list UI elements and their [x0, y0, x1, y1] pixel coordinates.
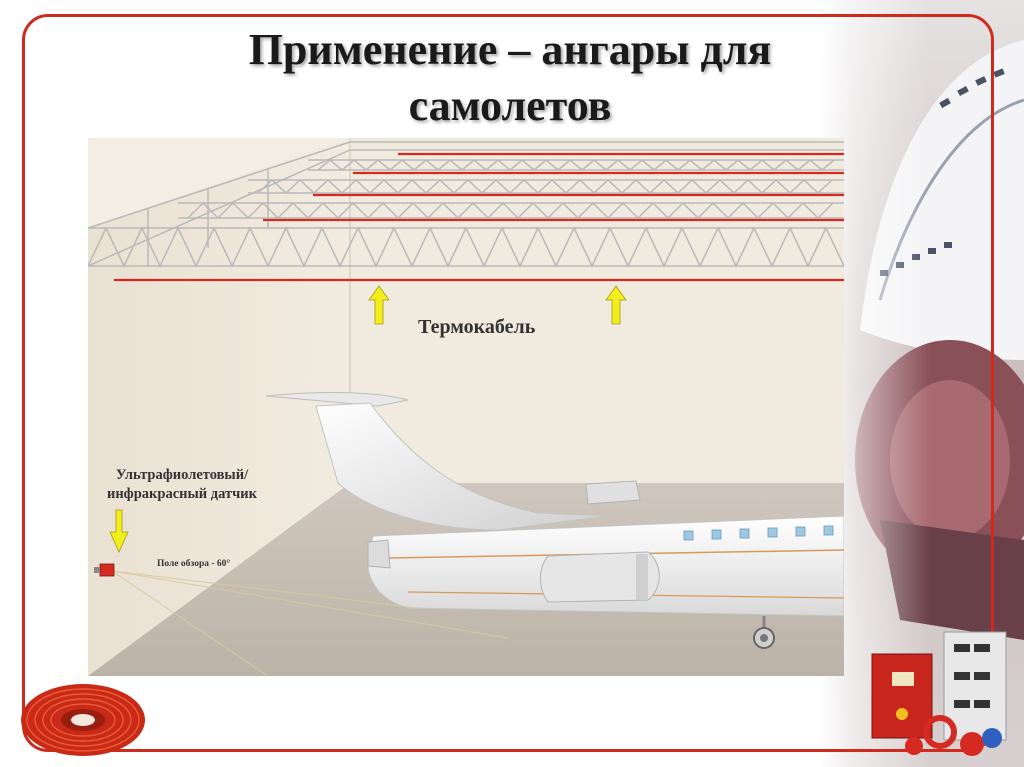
hangar-illustration [88, 138, 844, 676]
slide-title: Применение – ангары для самолетов [248, 25, 772, 130]
sensor-device [99, 563, 115, 577]
control-panels-image [871, 631, 1007, 756]
cable-reel-image [21, 684, 145, 756]
field-of-view-label: Поле обзора - 60° [157, 559, 231, 569]
slide-frame [22, 14, 994, 752]
thermocable-label: Термокабель [418, 316, 536, 338]
sensor-label: Ультрафиолетовый/ инфракрасный датчик [106, 467, 258, 502]
